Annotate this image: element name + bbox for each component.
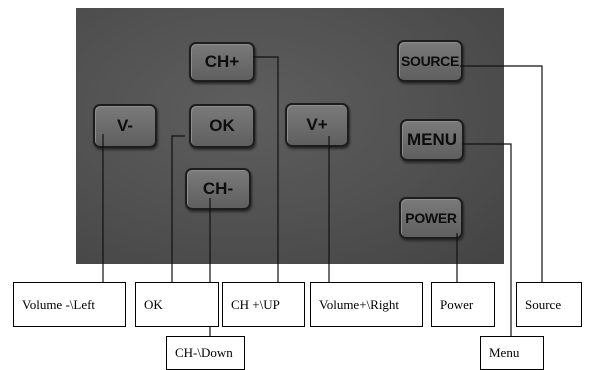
- callout-menu-text: Menu: [489, 345, 520, 360]
- callout-ch-plus: CH +\UP: [222, 282, 305, 327]
- volume-plus-button[interactable]: V+: [285, 103, 349, 147]
- leader-ch-plus: [253, 56, 279, 282]
- callout-menu: Menu: [480, 336, 544, 370]
- ch-plus-button[interactable]: CH+: [189, 42, 255, 82]
- leader-ok: [171, 135, 185, 282]
- callout-volume-minus-text: Volume -\Left: [22, 296, 96, 312]
- ok-button[interactable]: OK: [189, 104, 255, 148]
- callout-power-text: Power: [440, 296, 474, 312]
- callout-ch-minus: CH-\Down: [166, 336, 245, 370]
- leader-menu: [462, 143, 512, 336]
- callout-volume-plus: Volume+\Right: [310, 282, 423, 327]
- callout-ch-plus-text: CH +\UP: [231, 296, 280, 312]
- power-button[interactable]: POWER: [399, 197, 463, 239]
- ch-minus-button[interactable]: CH-: [185, 168, 251, 210]
- callout-volume-plus-text: Volume+\Right: [319, 296, 400, 312]
- callout-ok-text: OK: [144, 296, 163, 312]
- callout-ch-minus-text: CH-\Down: [175, 345, 233, 360]
- source-button[interactable]: SOURCE: [397, 40, 463, 82]
- callout-power: Power: [431, 282, 495, 327]
- callout-ok: OK: [135, 282, 219, 327]
- callout-volume-minus: Volume -\Left: [13, 282, 126, 327]
- leader-source: [460, 65, 543, 282]
- menu-button[interactable]: MENU: [400, 119, 464, 161]
- callout-source: Source: [516, 282, 582, 327]
- callout-source-text: Source: [525, 296, 562, 312]
- volume-minus-button[interactable]: V-: [93, 104, 157, 148]
